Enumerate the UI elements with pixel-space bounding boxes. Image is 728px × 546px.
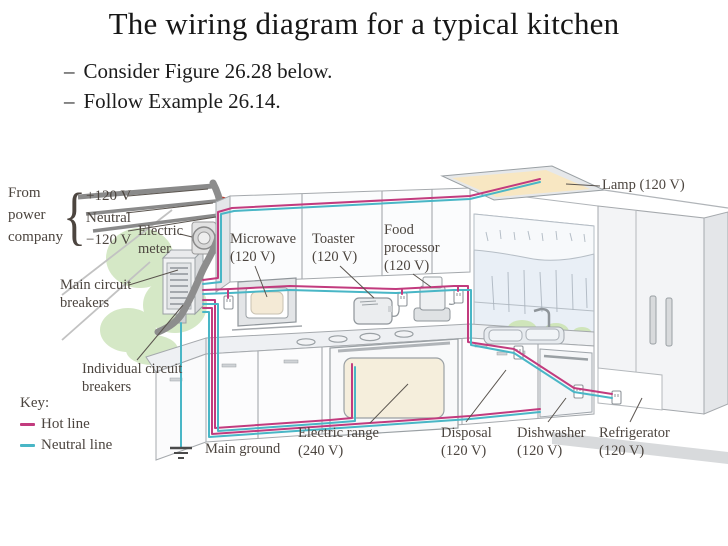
oven-window [343, 357, 445, 419]
bullet-text: Consider Figure 26.28 below. [83, 59, 333, 83]
floor-shadow [552, 432, 728, 464]
label-refrigerator: Refrigerator (120 V) [599, 425, 670, 459]
page-title: The wiring diagram for a typical kitchen [108, 6, 620, 41]
neutral-line-swatch [20, 444, 35, 448]
cooktop-burners [296, 330, 414, 346]
service-drop-wires [77, 183, 220, 233]
label-food-processor: Food processor (120 V) [384, 222, 440, 274]
bullet-item: –Consider Figure 26.28 below. [64, 56, 332, 86]
microwave-unit [231, 277, 303, 331]
sink [483, 307, 565, 345]
label-dishwasher: Dishwasher (120 V) [517, 425, 586, 459]
bullet-item: –Follow Example 26.14. [64, 86, 332, 116]
neutral-line [202, 181, 541, 285]
kitchen-wiring-diagram [61, 165, 728, 464]
key-heading: Key: [20, 395, 50, 411]
label-toaster: Toaster (120 V) [312, 231, 358, 265]
bullet-dash: – [64, 89, 75, 113]
refrigerator-outlet [611, 390, 622, 405]
fridge-bay [597, 367, 663, 411]
toaster-unit [353, 297, 400, 325]
label-neutral: Neutral [86, 210, 131, 226]
curtain-folds [485, 229, 588, 315]
toaster-outlet [397, 292, 408, 307]
upper-cabinets [215, 187, 599, 293]
label-main-circuit-breakers: Main circuit breakers [60, 277, 132, 311]
label-plus-120v: +120 V [86, 188, 132, 204]
label-lamp: Lamp (120 V) [602, 177, 685, 193]
bullet-dash: – [64, 59, 75, 83]
electric-range-oven [329, 338, 459, 437]
hot-line [202, 307, 541, 435]
food-processor-unit [413, 276, 457, 322]
leader-lines [125, 183, 643, 424]
key-item-neutral-line: Neutral line [20, 436, 112, 454]
key-item-hot-line: Hot line [20, 415, 112, 433]
neutral-line [202, 289, 613, 399]
label-disposal: Disposal (120 V) [441, 425, 492, 459]
toaster-cord [391, 305, 400, 317]
label-main-ground: Main ground [205, 441, 281, 457]
label-from-power-company: From power company [8, 185, 63, 245]
hot-line [202, 299, 353, 429]
breaker-rows [170, 267, 188, 305]
label-individual-circuit-breakers: Individual circuit breakers [82, 361, 183, 395]
neutral-line [202, 303, 356, 432]
window [473, 213, 595, 345]
key-legend: Key: Hot line Neutral line [20, 395, 112, 454]
curtain-valance [473, 213, 595, 261]
label-minus-120v: −120 V [86, 232, 132, 248]
hot-line [202, 285, 613, 395]
wiring-runs [180, 178, 613, 449]
microwave-window [250, 291, 284, 315]
label-microwave: Microwave (120 V) [230, 231, 297, 265]
bullet-text: Follow Example 26.14. [83, 89, 281, 113]
hot-line [202, 178, 541, 281]
neutral-line [202, 311, 541, 438]
hot-line [227, 285, 459, 299]
label-electric-range: Electric range (240 V) [298, 425, 379, 459]
ground-symbol [170, 446, 192, 459]
brace: { [63, 180, 87, 252]
tall-cabinet [597, 205, 728, 415]
food-processor-outlet [453, 289, 464, 304]
bullet-list: –Consider Figure 26.28 below. –Follow Ex… [64, 56, 332, 116]
lamp-fixture [440, 165, 728, 209]
hot-line-swatch [20, 423, 35, 427]
faucet [533, 307, 551, 327]
label-electric-meter: Electric meter [138, 223, 184, 257]
